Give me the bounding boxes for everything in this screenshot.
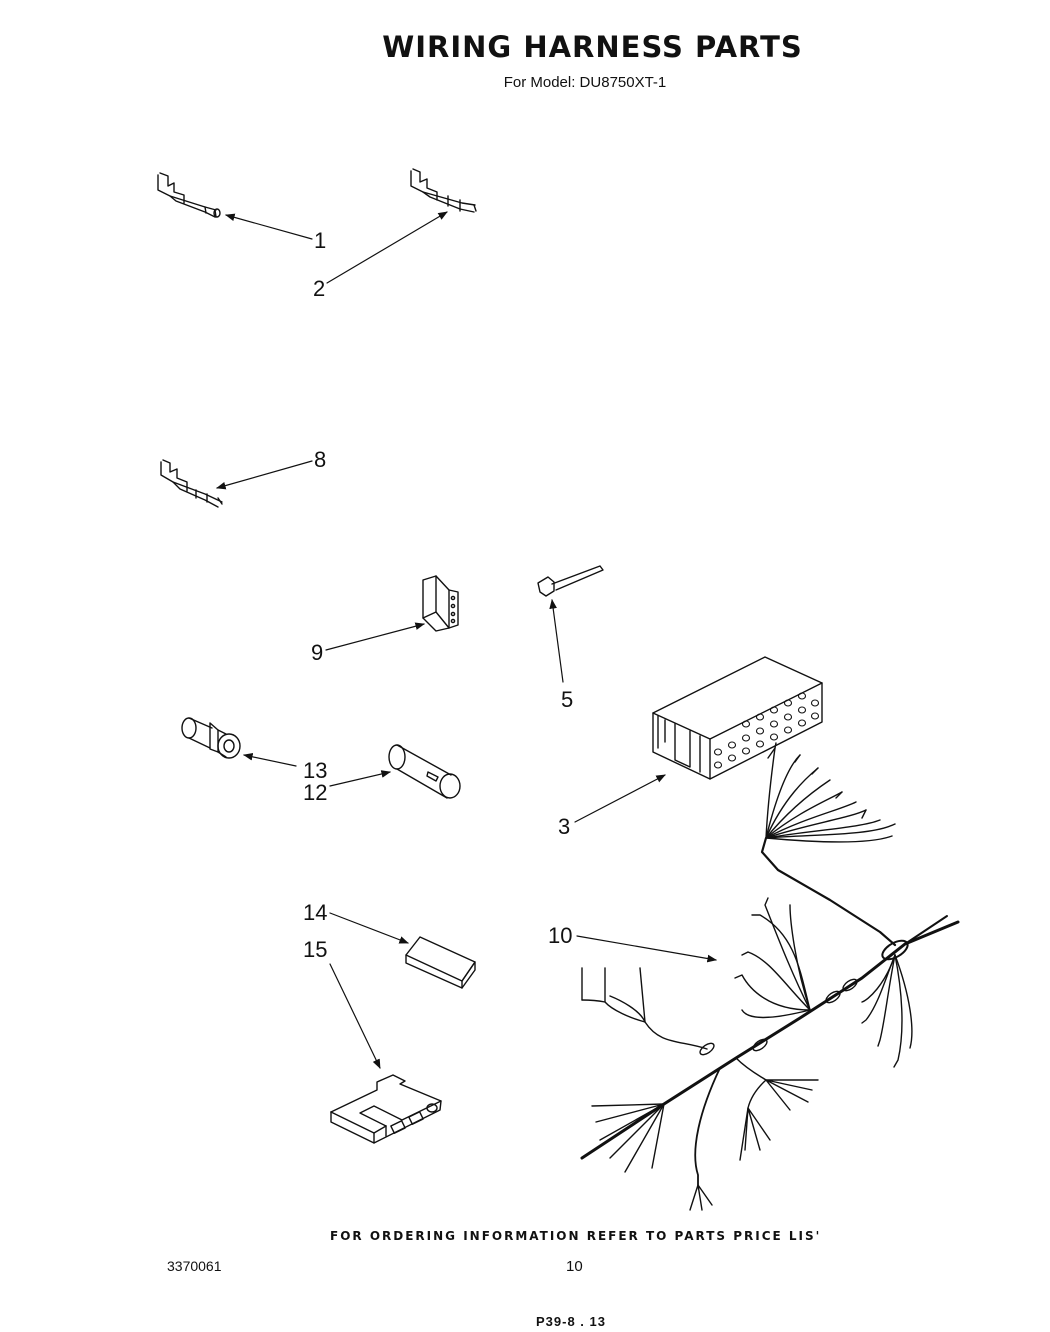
callout-1: 1 [314,228,326,253]
page-number: 10 [566,1258,583,1275]
callout-8: 8 [314,447,326,472]
leader-15 [329,963,381,1069]
ordering-note: FOR ORDERING INFORMATION REFER TO PARTS … [330,1229,822,1243]
callout-13: 13 [303,758,327,783]
leader-13 [243,753,297,767]
leader-8 [216,460,313,490]
callout-3: 3 [558,814,570,839]
leader-1 [225,213,313,240]
grommet-part-13 [181,717,241,759]
shield-part-15 [330,1074,442,1144]
callout-2: 2 [313,276,325,301]
leader-2 [326,211,448,284]
model-subtitle: For Model: DU8750XT-1 [503,74,667,91]
callout-12: 12 [303,780,327,805]
leader-lines [216,211,717,1069]
splice-part-12 [388,744,461,799]
connector-part-9 [422,575,459,632]
connector-housing-part-3 [652,656,823,780]
wiring-harness-part-10 [580,742,960,1211]
terminal-part-8 [160,459,223,508]
page-title: WIRING HARNESS PARTS [382,30,803,64]
leader-10 [576,935,717,963]
wire-nut-part-14 [405,936,476,989]
callout-14: 14 [303,900,327,925]
callout-15: 15 [303,937,327,962]
bottom-code: P39-8 . 13 [536,1314,606,1329]
callout-9: 9 [311,640,323,665]
callout-10: 10 [548,923,572,948]
leader-9 [325,622,425,651]
terminal-part-1 [157,172,221,218]
terminal-part-2 [410,168,477,213]
leader-3 [574,774,666,823]
leader-5 [549,599,564,683]
leader-14 [329,912,409,944]
pin-part-5 [537,565,604,597]
leader-12 [329,770,391,787]
document-number: 3370061 [167,1258,222,1274]
callout-5: 5 [561,687,573,712]
